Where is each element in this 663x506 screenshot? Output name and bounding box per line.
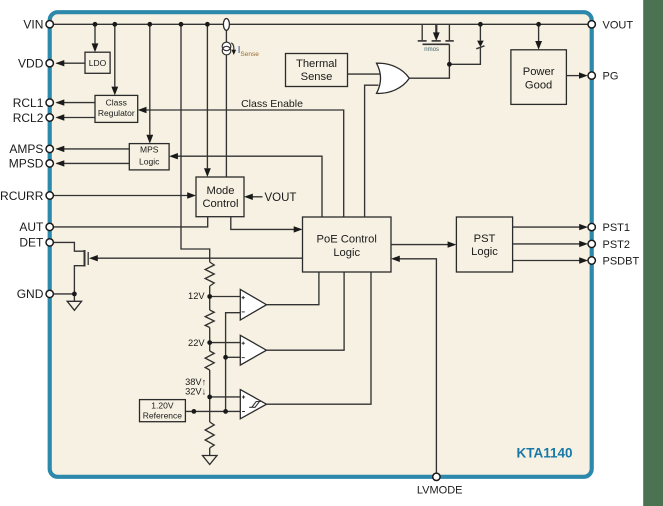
svg-text:Power: Power (523, 66, 555, 78)
svg-text:Sense: Sense (240, 51, 259, 58)
svg-text:38V↑: 38V↑ (185, 377, 206, 387)
svg-text:Logic: Logic (333, 247, 360, 259)
svg-text:VDD: VDD (18, 57, 44, 71)
svg-text:Logic: Logic (139, 157, 160, 167)
svg-text:MPSD: MPSD (9, 157, 44, 171)
svg-text:Sense: Sense (301, 71, 333, 83)
svg-text:nmos: nmos (424, 47, 439, 53)
svg-text:Good: Good (525, 79, 552, 91)
svg-text:Mode: Mode (207, 185, 235, 197)
svg-text:Thermal: Thermal (296, 58, 337, 70)
svg-text:32V↓: 32V↓ (185, 387, 206, 397)
svg-text:Control: Control (202, 198, 238, 210)
svg-text:VIN: VIN (23, 18, 43, 32)
svg-text:KTA1140: KTA1140 (517, 445, 573, 460)
svg-text:Regulator: Regulator (98, 108, 135, 118)
svg-text:DET: DET (19, 236, 44, 250)
svg-text:I: I (238, 44, 241, 56)
svg-text:LVMODE: LVMODE (417, 484, 463, 496)
svg-text:VOUT: VOUT (603, 19, 634, 31)
svg-text:GND: GND (17, 287, 44, 301)
svg-text:Class: Class (106, 98, 127, 108)
svg-text:RCL2: RCL2 (13, 111, 44, 125)
svg-text:VOUT: VOUT (265, 192, 297, 204)
svg-text:PST2: PST2 (603, 239, 631, 251)
svg-text:AUT: AUT (19, 220, 44, 234)
svg-text:RCL1: RCL1 (13, 96, 44, 110)
svg-text:1.20V: 1.20V (151, 400, 174, 410)
svg-text:RCURR: RCURR (0, 189, 44, 203)
svg-text:MPS: MPS (140, 145, 159, 155)
svg-text:PoE Control: PoE Control (317, 234, 377, 246)
svg-text:PST1: PST1 (603, 222, 631, 234)
svg-text:LDO: LDO (89, 58, 107, 68)
svg-text:PSDBT: PSDBT (603, 256, 640, 268)
svg-text:PG: PG (603, 71, 619, 83)
svg-text:AMPS: AMPS (9, 142, 43, 156)
svg-text:Reference: Reference (143, 411, 182, 421)
svg-text:Class Enable: Class Enable (241, 98, 303, 110)
svg-text:22V: 22V (188, 338, 205, 348)
svg-text:12V: 12V (188, 291, 205, 301)
svg-text:PST: PST (474, 233, 496, 245)
svg-text:Logic: Logic (471, 246, 498, 258)
